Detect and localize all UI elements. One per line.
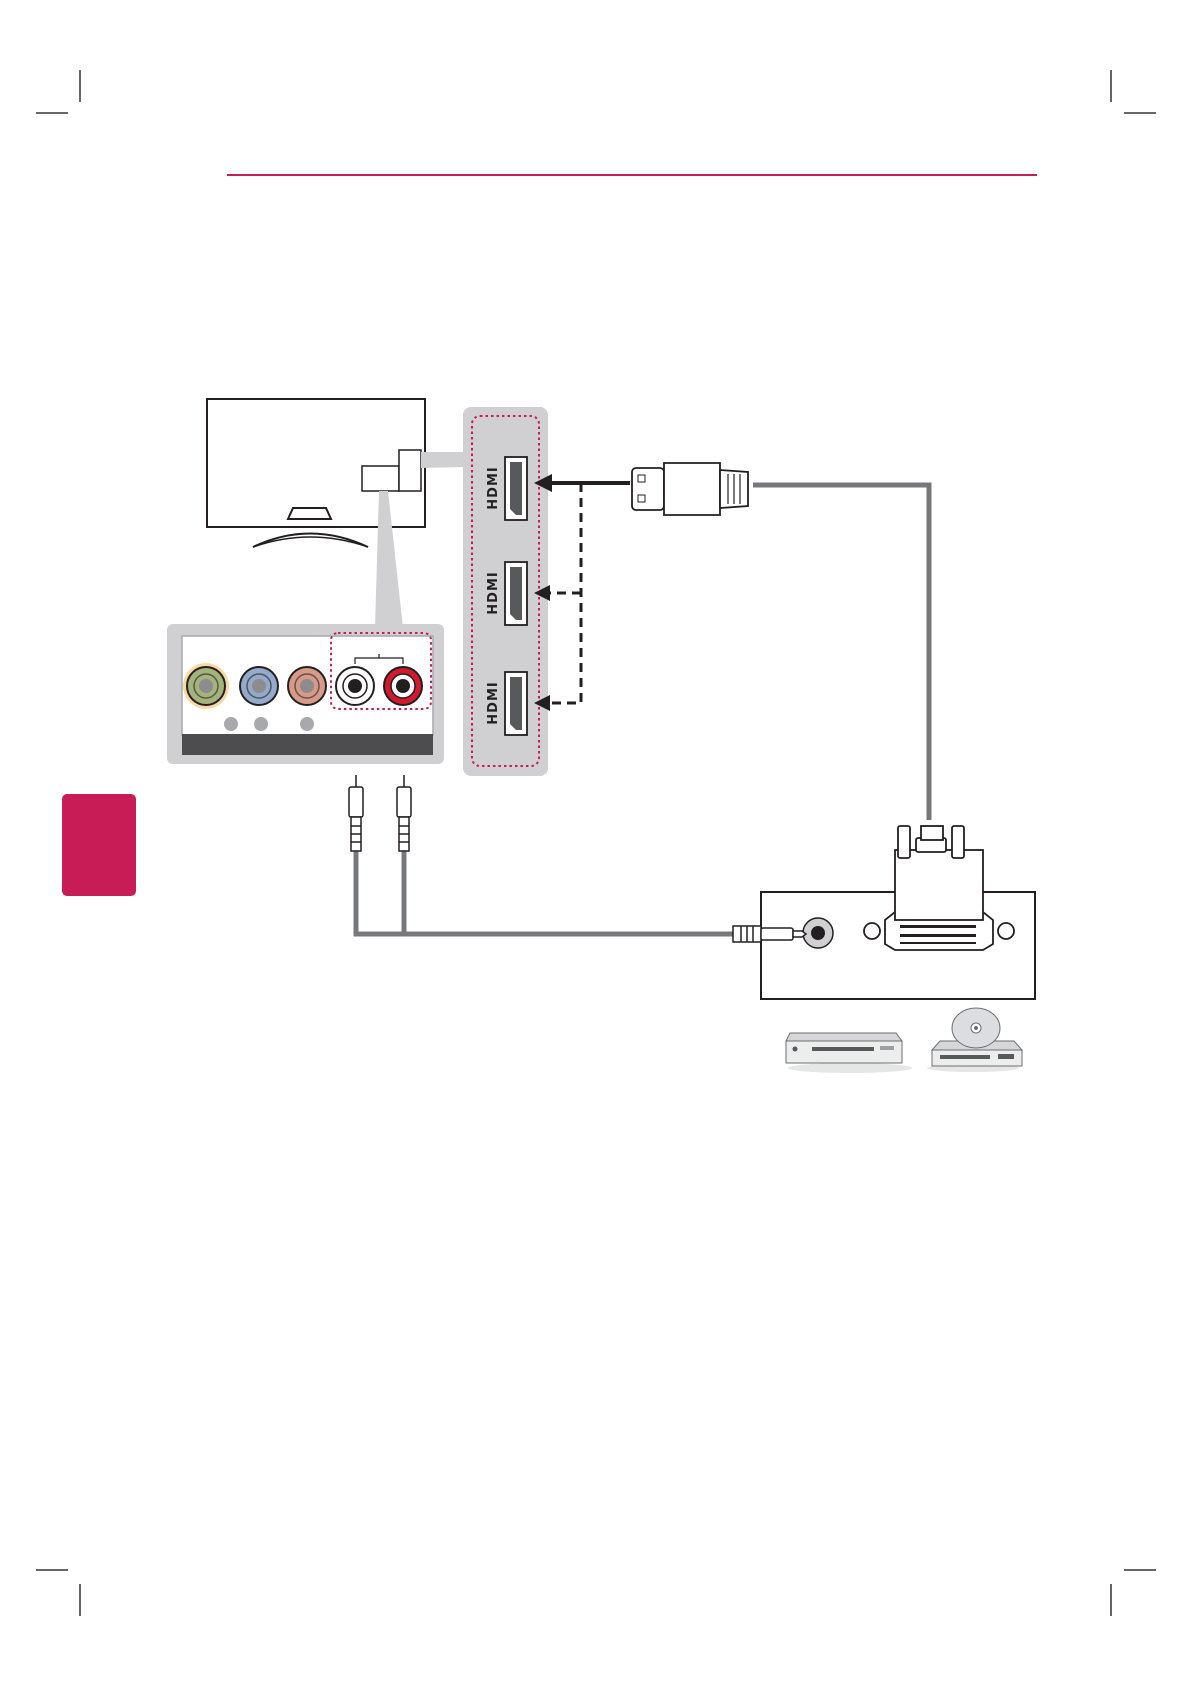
- hdmi-port-label: HDMI: [486, 681, 501, 724]
- indicator-dot: [224, 717, 238, 731]
- indicator-dot: [300, 717, 314, 731]
- tv-icon: [207, 399, 425, 547]
- dvd-player-icon: [786, 1033, 912, 1073]
- hdmi-port-3: HDMI: [486, 672, 527, 735]
- hdmi-port-2: HDMI: [486, 562, 527, 625]
- audio-mini-jack-cable: [356, 851, 735, 934]
- hdmi-plug: [632, 463, 748, 515]
- red-audio-jack: [384, 667, 422, 705]
- indicator-dot: [412, 717, 426, 731]
- white-audio-jack: [336, 667, 374, 705]
- blue-jack: [240, 667, 278, 705]
- disc-player-icon: [927, 1008, 1022, 1072]
- hdmi-port-1: HDMI: [486, 457, 527, 520]
- orange-jack: [288, 667, 326, 705]
- connection-arrows: [534, 474, 630, 711]
- indicator-label-box: [332, 717, 369, 731]
- dvi-connector: [864, 826, 1014, 950]
- callout-beam-side: [421, 452, 463, 468]
- indicator-dot: [254, 717, 268, 731]
- hdmi-port-label: HDMI: [486, 571, 501, 614]
- hdmi-ports: HDMI HDMI HDMI: [486, 457, 527, 735]
- hdmi-port-label: HDMI: [486, 466, 501, 509]
- rca-audio-plugs: [349, 775, 411, 851]
- hdmi-cable: [753, 485, 929, 820]
- green-jack: [183, 663, 229, 709]
